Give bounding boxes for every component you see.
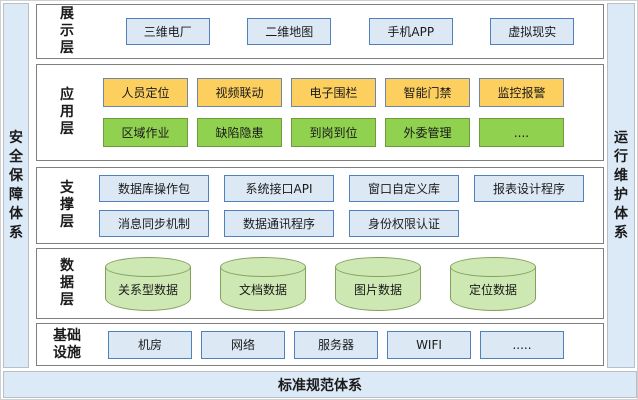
- module-box: 外委管理: [385, 118, 470, 147]
- module-label: 定位数据: [468, 283, 517, 297]
- layer-support-items: 数据库操作包 系统接口API 窗口自定义库 报表设计程序消息同步机制 数据通讯程序 身份权…: [97, 174, 603, 237]
- layer-item-row: 消息同步机制 数据通讯程序 身份权限认证: [97, 209, 603, 237]
- operation-maintenance-bar: 运 行 维 护 体 系: [607, 3, 635, 368]
- security-assurance-bar: 安 全 保 障 体 系: [3, 3, 29, 368]
- module-box: WIFI: [387, 330, 471, 359]
- module-box: 缺陷隐患: [197, 118, 282, 147]
- layer-support: 支 撑 层 数据库操作包 系统接口API 窗口自定义库 报表设计程序消息同步机制 数据通…: [36, 167, 604, 244]
- module-label: 电子围栏: [309, 86, 358, 100]
- module-label: 报表设计程序: [492, 181, 565, 196]
- module-box: 窗口自定义库: [349, 174, 459, 202]
- module-box: 智能门禁: [385, 78, 470, 107]
- module-label: 虚拟现实: [508, 25, 557, 39]
- module-label: 到岗到位: [309, 126, 358, 140]
- module-box: 区域作业: [103, 118, 188, 147]
- module-label: 窗口自定义库: [367, 181, 440, 196]
- module-box: 数据库操作包: [99, 174, 209, 202]
- module-box: 到岗到位: [291, 118, 376, 147]
- module-label: 网络: [230, 338, 255, 352]
- standards-specification-bar: 标准规范体系: [3, 371, 637, 398]
- module-label: .....: [512, 337, 532, 352]
- layer-infrastructure: 基础 设施 机房 网络 服务器 WIFI.....: [36, 323, 604, 366]
- module-box: 二维地图: [247, 18, 332, 45]
- layer-application: 应 用 层 人员定位 视频联动 电子围栏 智能门禁 监控报警区域作业 缺陷隐患 到岗到位 外委…: [36, 64, 604, 161]
- module-label: WIFI: [416, 337, 442, 352]
- module-label: 手机APP: [387, 25, 435, 39]
- layer-application-items: 人员定位 视频联动 电子围栏 智能门禁 监控报警区域作业 缺陷隐患 到岗到位 外委管理....: [97, 78, 603, 147]
- layer-data-label: 数 据 层: [60, 258, 74, 308]
- module-label: 关系型数据: [117, 283, 178, 297]
- module-box: 消息同步机制: [99, 209, 209, 237]
- layer-item-row: 数据库操作包 系统接口API 窗口自定义库 报表设计程序: [97, 174, 603, 202]
- module-box: 监控报警: [479, 78, 564, 107]
- layer-data: 数 据 层 关系型数据 文档数据 图片数据 定位数据: [36, 248, 604, 319]
- module-label: 服务器: [317, 338, 354, 352]
- module-label: 三维电厂: [143, 25, 192, 39]
- module-box: 电子围栏: [291, 78, 376, 107]
- module-box: ....: [479, 118, 564, 147]
- module-label: 身份权限认证: [367, 216, 440, 231]
- layer-item-row: 机房 网络 服务器 WIFI.....: [97, 330, 603, 359]
- module-box: 三维电厂: [125, 18, 210, 45]
- module-label: 机房: [137, 338, 162, 352]
- layer-presentation-items: 三维电厂 二维地图 手机APP 虚拟现实: [97, 18, 603, 45]
- layer-presentation-label: 展 示 层: [60, 6, 74, 56]
- module-box: 服务器: [294, 330, 378, 359]
- layer-item-row: 区域作业 缺陷隐患 到岗到位 外委管理....: [97, 118, 603, 147]
- database-cylinder: 图片数据: [335, 256, 421, 311]
- module-box: 手机APP: [368, 18, 453, 45]
- layer-item-row: 三维电厂 二维地图 手机APP 虚拟现实: [97, 18, 603, 45]
- module-label: 二维地图: [265, 25, 314, 39]
- module-label: 文档数据: [238, 283, 287, 297]
- module-label: 数据库操作包: [117, 181, 190, 196]
- module-box: .....: [480, 330, 564, 359]
- module-label: 外委管理: [403, 126, 452, 140]
- module-box: 视频联动: [197, 78, 282, 107]
- module-label: 区域作业: [121, 126, 170, 140]
- module-label: 视频联动: [215, 86, 264, 100]
- module-label: 缺陷隐患: [215, 126, 264, 140]
- module-box: 机房: [108, 330, 192, 359]
- database-cylinder: 定位数据: [450, 256, 536, 311]
- module-label: 消息同步机制: [117, 216, 190, 231]
- layer-infrastructure-items: 机房 网络 服务器 WIFI.....: [97, 330, 603, 359]
- module-label: ....: [513, 125, 530, 140]
- module-box: 数据通讯程序: [224, 209, 334, 237]
- database-cylinder: 关系型数据: [105, 256, 191, 311]
- layer-application-label: 应 用 层: [60, 87, 74, 137]
- module-box: 人员定位: [103, 78, 188, 107]
- layer-infrastructure-label: 基础 设施: [53, 327, 81, 361]
- module-box: 身份权限认证: [349, 209, 459, 237]
- module-label: 人员定位: [121, 86, 170, 100]
- module-box: 网络: [201, 330, 285, 359]
- module-label: 图片数据: [353, 283, 402, 297]
- module-label: 监控报警: [497, 86, 546, 100]
- module-label: 智能门禁: [403, 86, 452, 100]
- module-label: 数据通讯程序: [242, 216, 315, 231]
- database-cylinder: 文档数据: [220, 256, 306, 311]
- layer-data-items: 关系型数据 文档数据 图片数据 定位数据: [97, 256, 603, 311]
- module-box: 报表设计程序: [474, 174, 584, 202]
- layer-item-row: 关系型数据 文档数据 图片数据 定位数据: [97, 256, 603, 311]
- module-box: 系统接口API: [224, 174, 334, 202]
- module-box: 虚拟现实: [490, 18, 575, 45]
- layer-presentation: 展 示 层 三维电厂 二维地图 手机APP 虚拟现实: [36, 4, 604, 59]
- module-label: 系统接口API: [245, 181, 313, 196]
- layer-item-row: 人员定位 视频联动 电子围栏 智能门禁 监控报警: [97, 78, 603, 107]
- layer-support-label: 支 撑 层: [60, 180, 74, 230]
